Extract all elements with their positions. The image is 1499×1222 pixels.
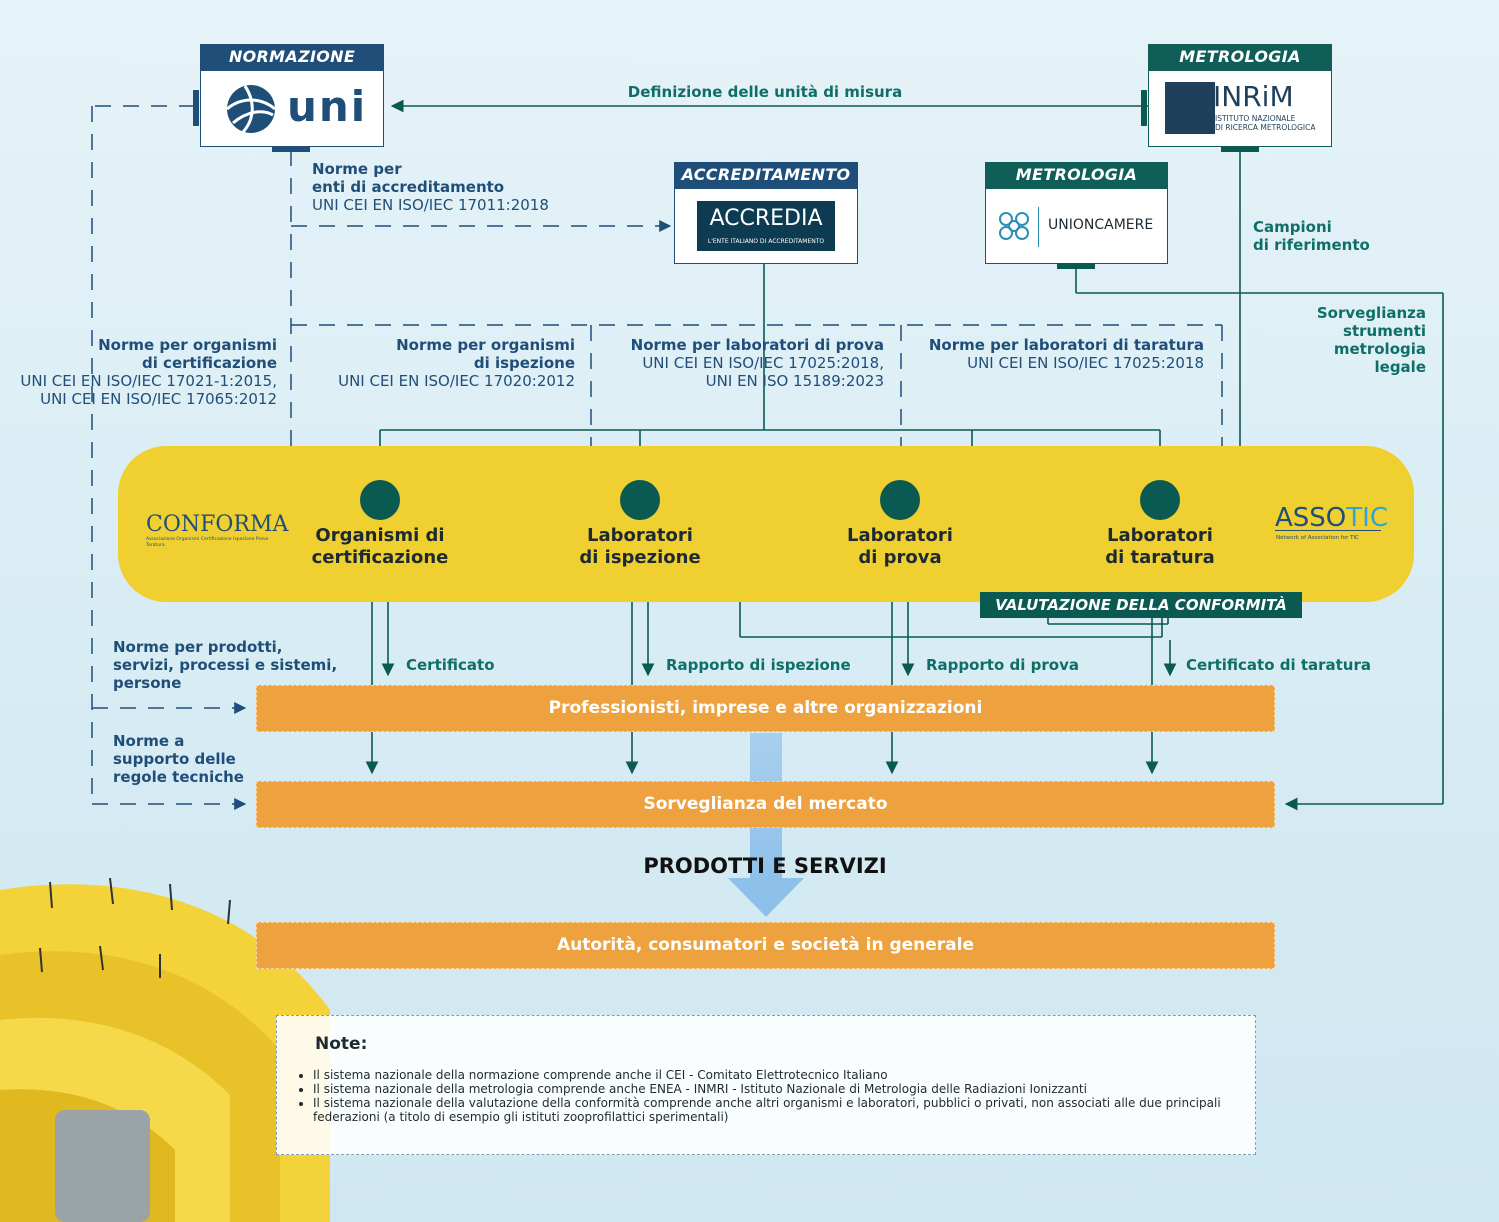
note-item: Il sistema nazionale della valutazione d… bbox=[313, 1096, 1243, 1124]
cert-norme-standard-2: UNI CEI EN ISO/IEC 17065:2012 bbox=[40, 390, 277, 408]
accredia-logo-sub: L'ENTE ITALIANO DI ACCREDITAMENTO bbox=[707, 238, 825, 245]
autorita-bar: Autorità, consumatori e società in gener… bbox=[256, 922, 1275, 969]
assotic-logo-a: ASSO bbox=[1275, 503, 1347, 533]
cert-norme-label-1: Norme per organismi bbox=[98, 336, 277, 354]
norme-enti-label-2: enti di accreditamento bbox=[312, 178, 505, 196]
inrim-logo-sub1: ISTITUTO NAZIONALE bbox=[1215, 114, 1296, 123]
actor-taratura-line1: Laboratori bbox=[1107, 525, 1213, 546]
unioncamere-icon bbox=[999, 212, 1029, 240]
actor-taratura: Laboratori di taratura bbox=[1070, 525, 1250, 569]
regole-norme-label-2: supporto delle bbox=[113, 750, 236, 768]
unioncamere-logo-box: UNIONCAMERE bbox=[985, 188, 1168, 264]
assotic-underline bbox=[1275, 530, 1381, 531]
regole-norme-label-1: Norme a bbox=[113, 732, 185, 750]
prodotti-servizi-title: PRODOTTI E SERVIZI bbox=[643, 854, 887, 878]
unioncamere-logo-text: UNIONCAMERE bbox=[1048, 217, 1154, 233]
actor-dot-taratura bbox=[1140, 480, 1180, 520]
actor-certificazione: Organismi di certificazione bbox=[290, 525, 470, 569]
certificato-taratura-label: Certificato di taratura bbox=[1186, 656, 1372, 674]
actor-dot-prova bbox=[880, 480, 920, 520]
accredia-logo-box: ACCREDIA L'ENTE ITALIANO DI ACCREDITAMEN… bbox=[674, 188, 858, 264]
actor-certificazione-line2: certificazione bbox=[311, 547, 449, 568]
unioncamere-divider bbox=[1038, 207, 1039, 247]
tar-norme-label: Norme per laboratori di taratura bbox=[928, 336, 1204, 354]
note-item: Il sistema nazionale della normazione co… bbox=[313, 1068, 1243, 1082]
unioncamere-bottom-tab bbox=[1057, 263, 1095, 269]
normazione-header: NORMAZIONE bbox=[200, 44, 384, 70]
accredia-logo-text: ACCREDIA bbox=[709, 206, 823, 231]
prova-norme-label: Norme per laboratori di prova bbox=[630, 336, 884, 354]
uni-logo-text: uni bbox=[287, 82, 368, 131]
rapporto-ispezione-label: Rapporto di ispezione bbox=[666, 656, 851, 674]
professionisti-bar: Professionisti, imprese e altre organizz… bbox=[256, 685, 1275, 732]
note-item: Il sistema nazionale della metrologia co… bbox=[313, 1082, 1243, 1096]
inrim-logo-sub2: DI RICERCA METROLOGICA bbox=[1215, 123, 1316, 132]
actor-ispezione: Laboratori di ispezione bbox=[550, 525, 730, 569]
prodotti-norme-label-3: persone bbox=[113, 674, 182, 692]
isp-norme-standard: UNI CEI EN ISO/IEC 17020:2012 bbox=[338, 372, 575, 390]
actor-dot-ispezione bbox=[620, 480, 660, 520]
campioni-label-1: Campioni bbox=[1253, 218, 1332, 236]
rapporto-prova-label: Rapporto di prova bbox=[926, 656, 1079, 674]
sorveglianza-label-3: metrologia bbox=[1333, 340, 1426, 358]
actor-ispezione-line1: Laboratori bbox=[587, 525, 693, 546]
accredia-logo: ACCREDIA L'ENTE ITALIANO DI ACCREDITAMEN… bbox=[697, 201, 835, 251]
uni-logo-box: uni bbox=[200, 70, 384, 147]
isp-norme-label-2: di ispezione bbox=[473, 354, 575, 372]
inrim-logo-square bbox=[1165, 82, 1215, 134]
prodotti-norme-label-2: servizi, processi e sistemi, bbox=[113, 656, 338, 674]
inrim-bottom-tab bbox=[1221, 146, 1259, 152]
actor-dot-certificazione bbox=[360, 480, 400, 520]
cert-norme-standard-1: UNI CEI EN ISO/IEC 17021-1:2015, bbox=[20, 372, 277, 390]
conforma-logo-text: CONFORMA bbox=[146, 512, 289, 537]
assotic-logo-sub: Network of Association for TIC bbox=[1276, 535, 1359, 541]
conforma-logo-sub: Associazione Organismi Certificazione Is… bbox=[146, 537, 269, 548]
valutazione-conformita-badge: VALUTAZIONE DELLA CONFORMITÀ bbox=[980, 592, 1302, 618]
measuring-tape-image bbox=[0, 877, 330, 1222]
norme-enti-label-1: Norme per bbox=[312, 160, 402, 178]
inrim-logo-text: INRiM bbox=[1213, 80, 1294, 113]
inrim-logo-box: INRiM ISTITUTO NAZIONALE DI RICERCA METR… bbox=[1148, 70, 1332, 147]
conformita-band bbox=[118, 446, 1414, 602]
actor-prova: Laboratori di prova bbox=[810, 525, 990, 569]
prova-norme-standard-2: UNI EN ISO 15189:2023 bbox=[705, 372, 884, 390]
metrologia-inrim-header: METROLOGIA bbox=[1148, 44, 1332, 70]
sorveglianza-label-4: legale bbox=[1374, 358, 1427, 376]
accreditamento-header: ACCREDITAMENTO bbox=[674, 162, 858, 188]
cert-norme-label-2: di certificazione bbox=[141, 354, 277, 372]
prodotti-norme-label-1: Norme per prodotti, bbox=[113, 638, 283, 656]
definizione-label: Definizione delle unità di misura bbox=[627, 83, 903, 101]
regole-norme-label-3: regole tecniche bbox=[113, 768, 244, 786]
sorveglianza-label-2: strumenti bbox=[1343, 322, 1426, 340]
actor-taratura-line2: di taratura bbox=[1105, 547, 1215, 568]
uni-globe-icon bbox=[226, 85, 276, 134]
actor-prova-line1: Laboratori bbox=[847, 525, 953, 546]
tar-norme-standard: UNI CEI EN ISO/IEC 17025:2018 bbox=[967, 354, 1204, 372]
notes-title: Note: bbox=[315, 1034, 368, 1054]
prova-norme-standard-1: UNI CEI EN ISO/IEC 17025:2018, bbox=[642, 354, 884, 372]
sorveglianza-label-1: Sorveglianza bbox=[1316, 304, 1426, 322]
metrologia-unioncamere-header: METROLOGIA bbox=[985, 162, 1168, 188]
isp-norme-label-1: Norme per organismi bbox=[396, 336, 575, 354]
uni-bottom-tab bbox=[272, 146, 310, 152]
notes-box: Note: Il sistema nazionale della normazi… bbox=[276, 1015, 1256, 1155]
norme-enti-standard: UNI CEI EN ISO/IEC 17011:2018 bbox=[312, 196, 549, 214]
actor-prova-line2: di prova bbox=[858, 547, 942, 568]
actor-ispezione-line2: di ispezione bbox=[579, 547, 701, 568]
assotic-logo-b: TIC bbox=[1346, 503, 1388, 533]
actor-certificazione-line1: Organismi di bbox=[315, 525, 445, 546]
sorveglianza-mercato-bar: Sorveglianza del mercato bbox=[256, 781, 1275, 828]
assotic-logo: ASSOTIC bbox=[1275, 503, 1388, 533]
campioni-label-2: di riferimento bbox=[1253, 236, 1370, 254]
notes-list: Il sistema nazionale della normazione co… bbox=[299, 1068, 1243, 1124]
inrim-left-tab bbox=[1141, 90, 1147, 126]
certificato-label: Certificato bbox=[406, 656, 495, 674]
uni-left-tab bbox=[193, 90, 199, 126]
